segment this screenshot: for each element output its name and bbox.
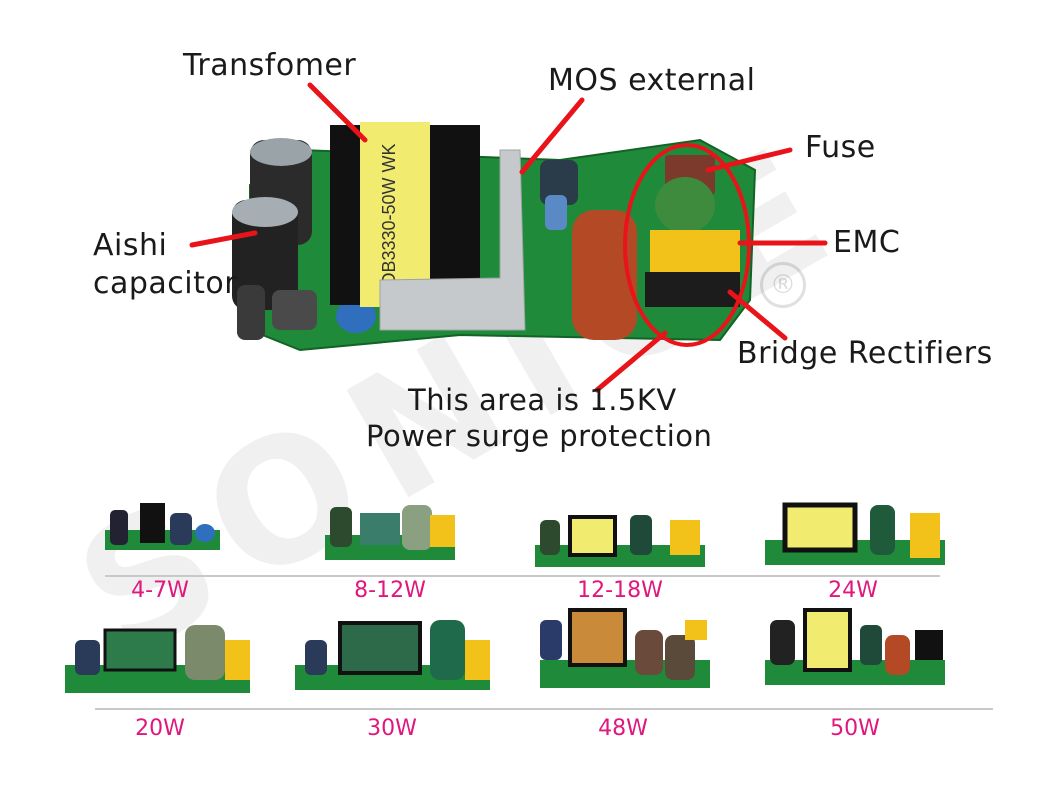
product-thumbnail-12-18w	[535, 515, 705, 567]
product-thumbnail-8-12w	[325, 505, 455, 560]
emc-icon	[650, 230, 740, 272]
transformer-icon: OB3330-50W WK	[330, 122, 480, 307]
transformer-print: OB3330-50W WK	[379, 143, 399, 286]
label-aishi: Aishi	[93, 228, 168, 263]
label-bridge-rectifiers: Bridge Rectifiers	[737, 336, 993, 371]
label-surge-line2: Power surge protection	[366, 419, 713, 453]
wattage-label: 48W	[598, 716, 648, 741]
product-thumbnail-30w	[295, 620, 490, 690]
product-thumbnail-24w	[765, 502, 945, 565]
wattage-label: 20W	[135, 716, 185, 741]
wattage-label: 8-12W	[354, 578, 426, 603]
product-thumbnail-4-7w	[105, 503, 220, 550]
row-divider	[95, 708, 993, 710]
registered-mark: ®	[760, 262, 806, 308]
wattage-label: 30W	[367, 716, 417, 741]
product-thumbnail-50w	[765, 608, 945, 685]
label-capacitor: capacitor	[93, 266, 238, 301]
main-pcb-illustration: OB3330-50W WK	[189, 82, 828, 393]
wattage-label: 4-7W	[131, 578, 189, 603]
film-capacitor-icon	[572, 210, 637, 340]
wattage-label: 12-18W	[577, 578, 663, 603]
heatsink-icon	[379, 149, 526, 331]
label-fuse: Fuse	[805, 130, 876, 165]
row-divider	[105, 575, 940, 577]
wattage-label: 24W	[828, 578, 878, 603]
callout-arrows	[189, 82, 828, 393]
blue-capacitor-icon	[336, 299, 376, 333]
label-emc: EMC	[833, 225, 901, 260]
label-mos-external: MOS external	[548, 63, 756, 98]
label-transformer: Transfomer	[183, 48, 357, 83]
product-thumbnail-48w	[540, 608, 710, 688]
aishi-capacitor-icon	[232, 138, 312, 310]
bridge-rectifier-icon	[645, 272, 740, 307]
component-diode	[237, 285, 265, 340]
wattage-label: 50W	[830, 716, 880, 741]
product-thumbnail-20w	[65, 625, 250, 693]
label-surge-line1: This area is 1.5KV	[408, 383, 677, 417]
